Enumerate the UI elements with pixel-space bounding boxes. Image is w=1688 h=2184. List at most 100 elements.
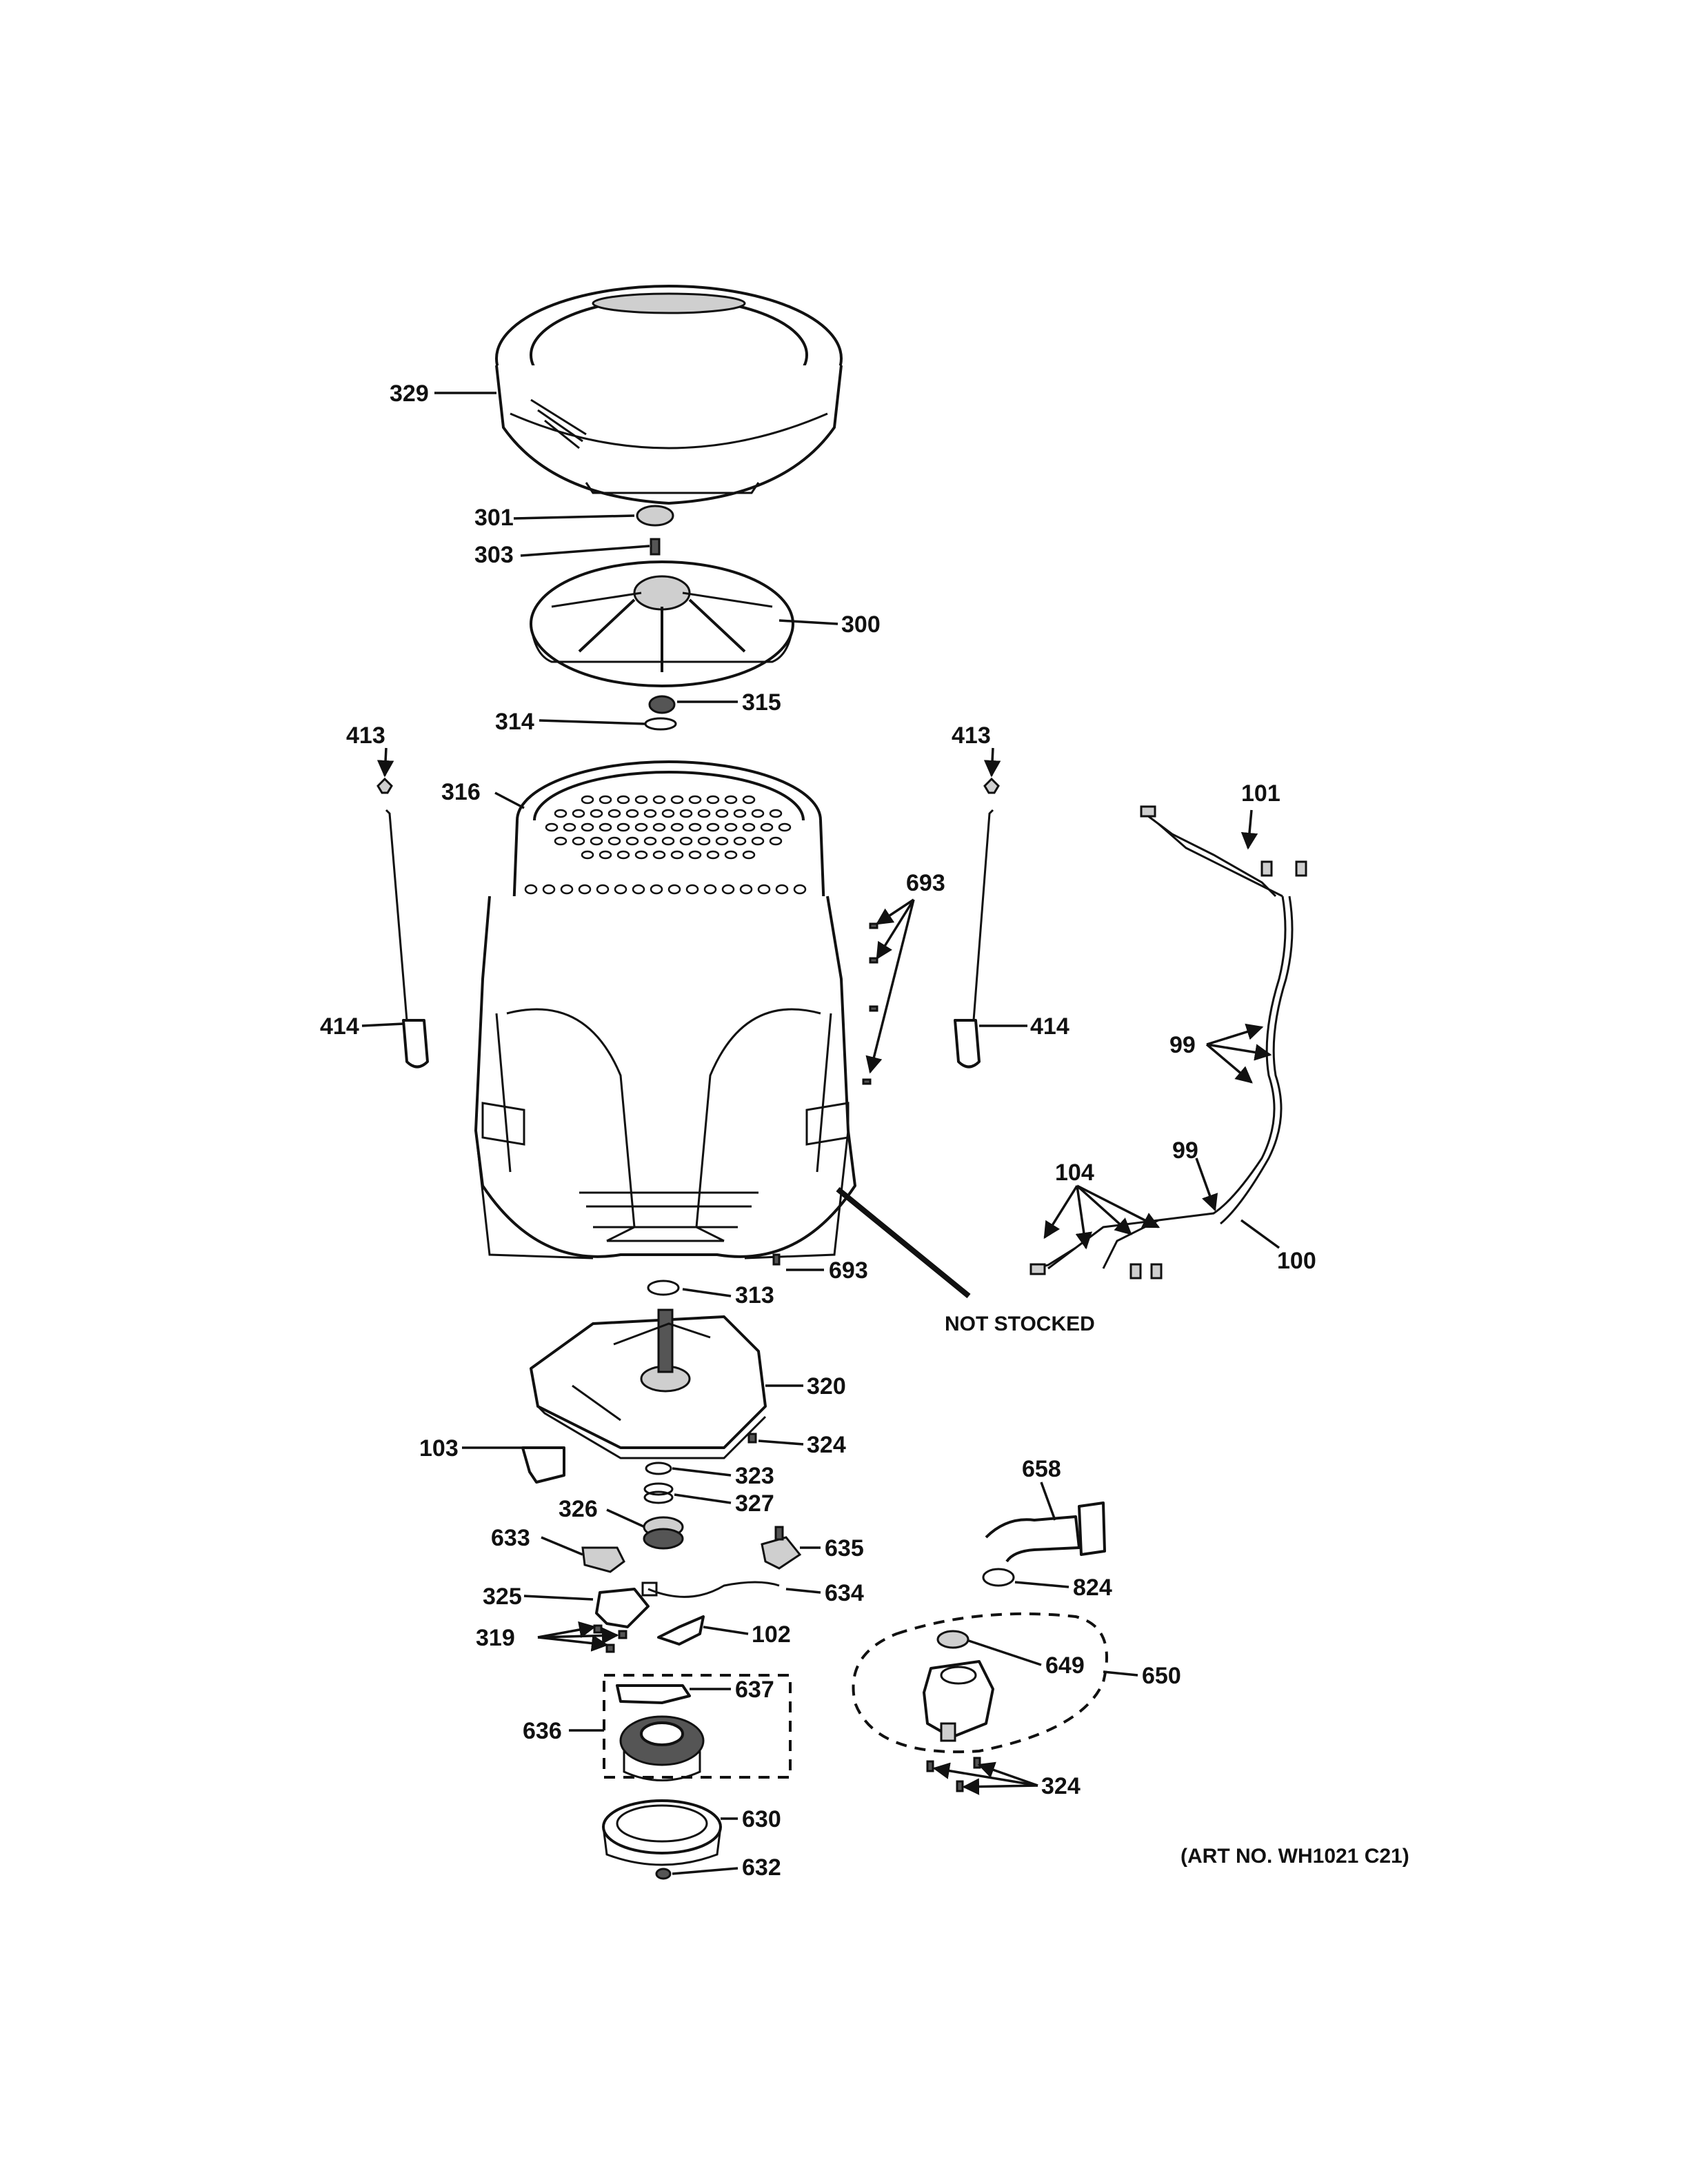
basket-hole	[742, 795, 756, 805]
basket-hole	[679, 836, 693, 846]
basket-hole	[706, 822, 720, 832]
basket-hole	[643, 836, 657, 846]
basket-hole	[596, 884, 610, 895]
label-103: 103	[419, 1435, 459, 1462]
basket-hole	[607, 809, 621, 818]
impeller	[530, 560, 794, 687]
screws-319	[593, 1624, 627, 1653]
spring-327a	[643, 1482, 674, 1496]
lever-102	[657, 1615, 705, 1646]
label-315: 315	[742, 689, 781, 716]
label-104: 104	[1055, 1160, 1094, 1186]
rotor-630	[602, 1799, 722, 1866]
base-plate	[530, 1308, 767, 1459]
clamp-824	[982, 1568, 1015, 1587]
stator-636	[619, 1715, 705, 1781]
label-632: 632	[742, 1854, 781, 1881]
basket-hole	[715, 809, 729, 818]
not-stocked-rod	[836, 1186, 971, 1299]
label-323: 323	[735, 1463, 774, 1489]
hub-nut	[648, 695, 676, 714]
basket-hole	[697, 809, 711, 818]
not-stocked-note: NOT STOCKED	[945, 1313, 1095, 1335]
label-630: 630	[742, 1806, 781, 1832]
basket-hole	[751, 836, 765, 846]
label-99-a: 99	[1169, 1032, 1196, 1058]
basket-hole	[667, 884, 681, 895]
label-634: 634	[825, 1580, 864, 1606]
screw-324-a	[747, 1433, 757, 1444]
basket-hole	[643, 809, 657, 818]
label-327: 327	[735, 1490, 774, 1517]
label-635: 635	[825, 1535, 864, 1561]
basket-hole	[739, 884, 753, 895]
label-101: 101	[1241, 780, 1280, 807]
label-329: 329	[390, 381, 429, 407]
basket-hole	[542, 884, 556, 895]
hose-658	[985, 1502, 1106, 1563]
basket-hole	[733, 836, 747, 846]
leader-lines	[361, 392, 1280, 1875]
spring-327b	[643, 1490, 674, 1504]
label-100: 100	[1277, 1248, 1316, 1274]
hall-sensor-637	[616, 1684, 691, 1704]
basket-hole	[742, 822, 756, 832]
basket-hole	[616, 850, 630, 860]
basket-hole	[560, 884, 574, 895]
suspension-rod-left	[376, 777, 429, 1069]
basket-hole	[742, 850, 756, 860]
label-320: 320	[807, 1373, 846, 1399]
basket-hole	[652, 850, 666, 860]
basket-hole	[634, 795, 648, 805]
tub-cover-ring	[495, 285, 843, 505]
basket-hole	[599, 795, 612, 805]
pump-group-outline	[852, 1612, 1108, 1754]
basket-hole	[688, 850, 702, 860]
agitator-cap	[636, 505, 674, 527]
basket-hole	[703, 884, 717, 895]
label-99-b: 99	[1172, 1138, 1198, 1164]
basket-hole	[778, 822, 792, 832]
screws-693	[772, 922, 878, 1266]
label-649: 649	[1045, 1652, 1085, 1679]
basket-hole	[634, 822, 648, 832]
basket-hole	[670, 850, 684, 860]
label-326: 326	[559, 1496, 598, 1522]
label-658: 658	[1022, 1456, 1061, 1482]
basket-hole	[590, 836, 603, 846]
label-413-right: 413	[952, 722, 991, 749]
basket-hole	[616, 795, 630, 805]
basket-hole	[706, 795, 720, 805]
label-303: 303	[474, 542, 514, 568]
basket-hole	[616, 822, 630, 832]
basket-hole	[545, 822, 559, 832]
basket-hole	[688, 822, 702, 832]
basket-hole	[715, 836, 729, 846]
basket-hole	[581, 822, 594, 832]
basket-hole	[679, 809, 693, 818]
basket-hole	[625, 836, 639, 846]
basket-hole	[524, 884, 538, 895]
shifter-325	[595, 1588, 650, 1628]
drain-pump	[923, 1660, 994, 1742]
basket-hole	[661, 836, 675, 846]
basket-hole	[685, 884, 699, 895]
basket-hole	[670, 822, 684, 832]
basket-hole	[652, 795, 666, 805]
label-314: 314	[495, 709, 534, 735]
basket-hole	[572, 809, 585, 818]
basket-hole	[760, 822, 774, 832]
stator-group-box	[603, 1674, 792, 1779]
label-413-left: 413	[346, 722, 385, 749]
basket-hole	[793, 884, 807, 895]
label-636: 636	[523, 1718, 562, 1744]
basket-hole	[751, 809, 765, 818]
wire-harness	[1029, 805, 1307, 1280]
basket-hole	[769, 836, 783, 846]
sensor-635	[761, 1526, 802, 1570]
label-650: 650	[1142, 1663, 1181, 1689]
basket-hole	[757, 884, 771, 895]
basket-hole	[614, 884, 627, 895]
basket-hole	[554, 836, 567, 846]
